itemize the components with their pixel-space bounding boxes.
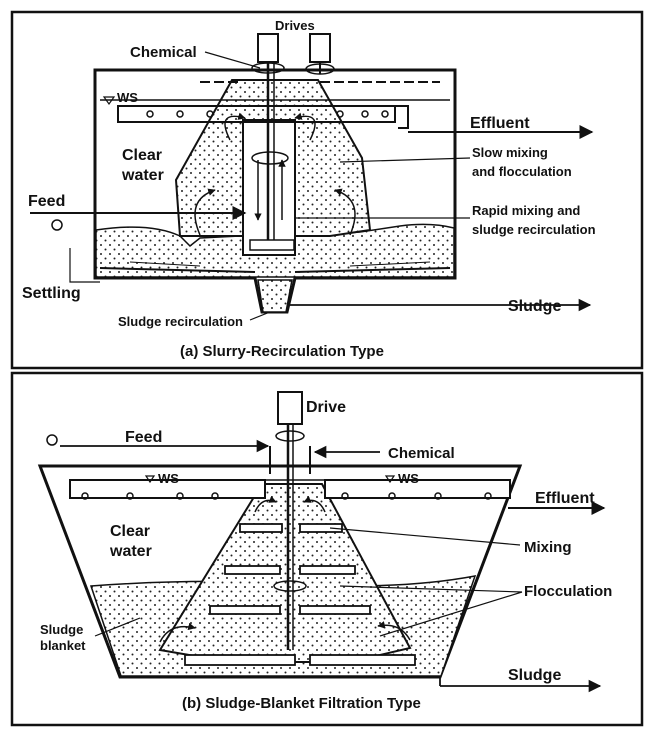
panel-a-label-rapid-mixing-2: sludge recirculation [472,222,596,237]
panel-a-label-settling: Settling [22,285,81,302]
panel-b-label-chemical: Chemical [388,445,455,462]
panel-a-label-effluent: Effluent [470,115,530,132]
panel-b-label-mixing: Mixing [524,539,572,556]
panel-b-label-sludge-blanket-1: Sludge [40,622,83,637]
panel-a-drive-2 [309,33,331,63]
panel-b-label-sludge-blanket-2: blanket [40,638,86,653]
panel-a: Drives Chemical WS Effluent Clear water … [22,18,596,360]
panel-b-label-ws-right: WS [398,471,419,486]
panel-a-frame [10,10,644,370]
panel-a-label-chemical: Chemical [130,44,197,61]
panel-a-label-drives: Drives [275,18,315,33]
panel-a-tank [93,68,457,314]
panel-a-label-clear-water-1: Clear [122,147,162,164]
panel-a-label-sludge: Sludge [508,298,561,315]
panel-b-label-drive: Drive [306,399,346,416]
panel-b-label-sludge: Sludge [508,667,561,684]
panel-b-caption: (b) Sludge-Blanket Filtration Type [182,695,421,712]
panel-b-label-ws-left: WS [158,471,179,486]
panel-a-caption: (a) Slurry-Recirculation Type [180,343,384,360]
panel-a-drive-1 [257,33,279,63]
panel-a-label-sludge-recirculation: Sludge recirculation [118,314,243,329]
panel-b: Drive Feed Chemical WS WS Effluent Clear… [37,391,612,712]
panel-b-label-feed: Feed [125,429,162,446]
panel-b-label-flocculation: Flocculation [524,583,612,600]
panel-a-label-slow-mixing-2: and flocculation [472,164,572,179]
panel-b-label-effluent: Effluent [535,490,595,507]
panel-a-label-rapid-mixing-1: Rapid mixing and [472,203,580,218]
panel-a-label-slow-mixing-1: Slow mixing [472,145,548,160]
panel-b-drive [277,391,303,425]
panel-a-label-ws: WS [117,90,138,105]
panel-b-cone [158,483,412,663]
panel-b-label-clear-water-2: water [109,543,152,560]
panel-b-frame [10,371,644,727]
panel-a-label-feed: Feed [28,193,65,210]
panel-a-launder [117,105,396,123]
panel-a-label-clear-water-2: water [121,167,164,184]
panel-b-label-clear-water-1: Clear [110,523,150,540]
